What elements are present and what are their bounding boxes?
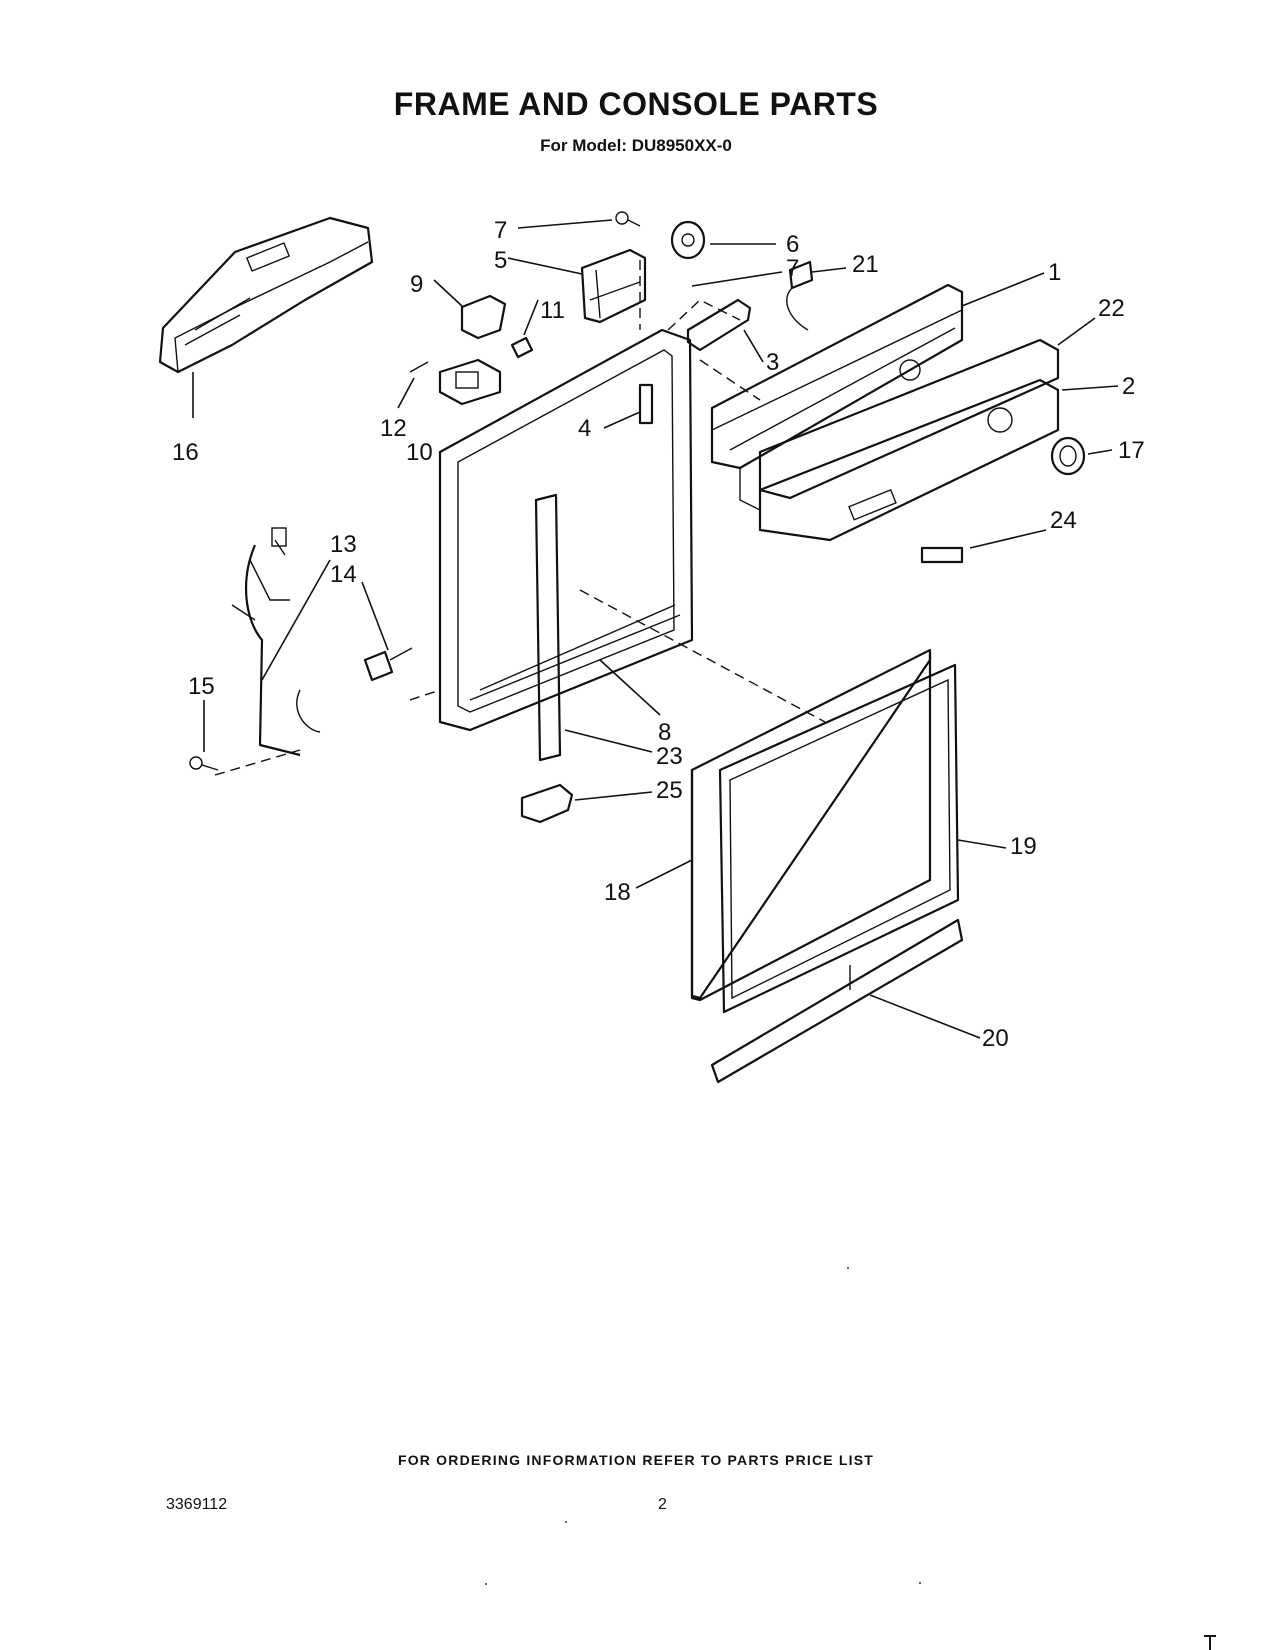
part-24-label [920, 546, 964, 564]
callout-8: 8 [658, 719, 671, 746]
part-11-strike [510, 336, 534, 359]
callout-22: 22 [1098, 295, 1125, 322]
callout-12: 12 [380, 415, 407, 442]
part-25-clip [520, 783, 574, 824]
callout-10: 10 [406, 439, 433, 466]
callout-11: 11 [540, 297, 565, 324]
part-14-switch-sensor [363, 647, 413, 682]
callout-15: 15 [188, 673, 215, 700]
part-22-console-trim [758, 338, 1060, 500]
callout-24: 24 [1050, 507, 1077, 534]
callout-5: 5 [494, 247, 507, 274]
page-title: FRAME AND CONSOLE PARTS [393, 86, 879, 122]
part-21-wire-clip [786, 260, 814, 331]
callout-21: 21 [852, 251, 879, 278]
part-18-door-panel [690, 648, 932, 1002]
part-8-bottom-rail [469, 604, 681, 701]
part-16-end-bracket [158, 216, 374, 374]
part-15-screw [189, 756, 219, 771]
part-1-control-panel [710, 283, 964, 511]
callout-16: 16 [172, 439, 199, 466]
leader-lines [192, 219, 1119, 1039]
callout-25: 25 [656, 777, 683, 804]
callout-3: 3 [766, 349, 779, 376]
part-9-latch [460, 294, 507, 340]
assembly-lines [214, 260, 826, 776]
callout-18: 18 [604, 879, 631, 906]
part-2-console-face [758, 378, 1060, 542]
door-frame [438, 328, 694, 732]
part-23-side-strip [534, 493, 562, 762]
callout-19: 19 [1010, 833, 1037, 860]
part-13-wire-harness [231, 527, 321, 757]
callout-4: 4 [578, 415, 591, 442]
page-number: 2 [658, 1496, 667, 1513]
scan-specks [485, 1267, 1216, 1650]
callout-6: 6 [786, 231, 799, 258]
callout-labels: 7 5 6 7 21 1 22 2 17 24 3 4 9 11 12 10 1… [172, 217, 1145, 1052]
callout-13: 13 [330, 531, 357, 558]
part-3-bracket [686, 298, 752, 352]
part-12-spring [409, 361, 429, 373]
model-subtitle: For Model: DU8950XX-0 [540, 136, 732, 155]
document-number: 3369112 [166, 1496, 228, 1513]
part-17-knob [1050, 436, 1086, 476]
part-20-bottom-trim [710, 918, 964, 1084]
callout-20: 20 [982, 1025, 1009, 1052]
part-6-actuator [670, 220, 706, 260]
part-10-latch-housing [438, 358, 502, 406]
part-19-door-glass [718, 663, 960, 1014]
part-5-switch [580, 248, 647, 324]
ordering-info-note: FOR ORDERING INFORMATION REFER TO PARTS … [397, 1452, 875, 1468]
callout-7-upper: 7 [494, 217, 507, 244]
callout-7-lower: 7 [786, 255, 799, 282]
callout-9: 9 [410, 271, 423, 298]
callout-23: 23 [656, 743, 683, 770]
part-4-clip [638, 383, 654, 425]
part-7-screw [615, 211, 641, 227]
callout-14: 14 [330, 561, 357, 588]
callout-17: 17 [1118, 437, 1145, 464]
callout-1: 1 [1048, 259, 1061, 286]
callout-2: 2 [1122, 373, 1135, 400]
